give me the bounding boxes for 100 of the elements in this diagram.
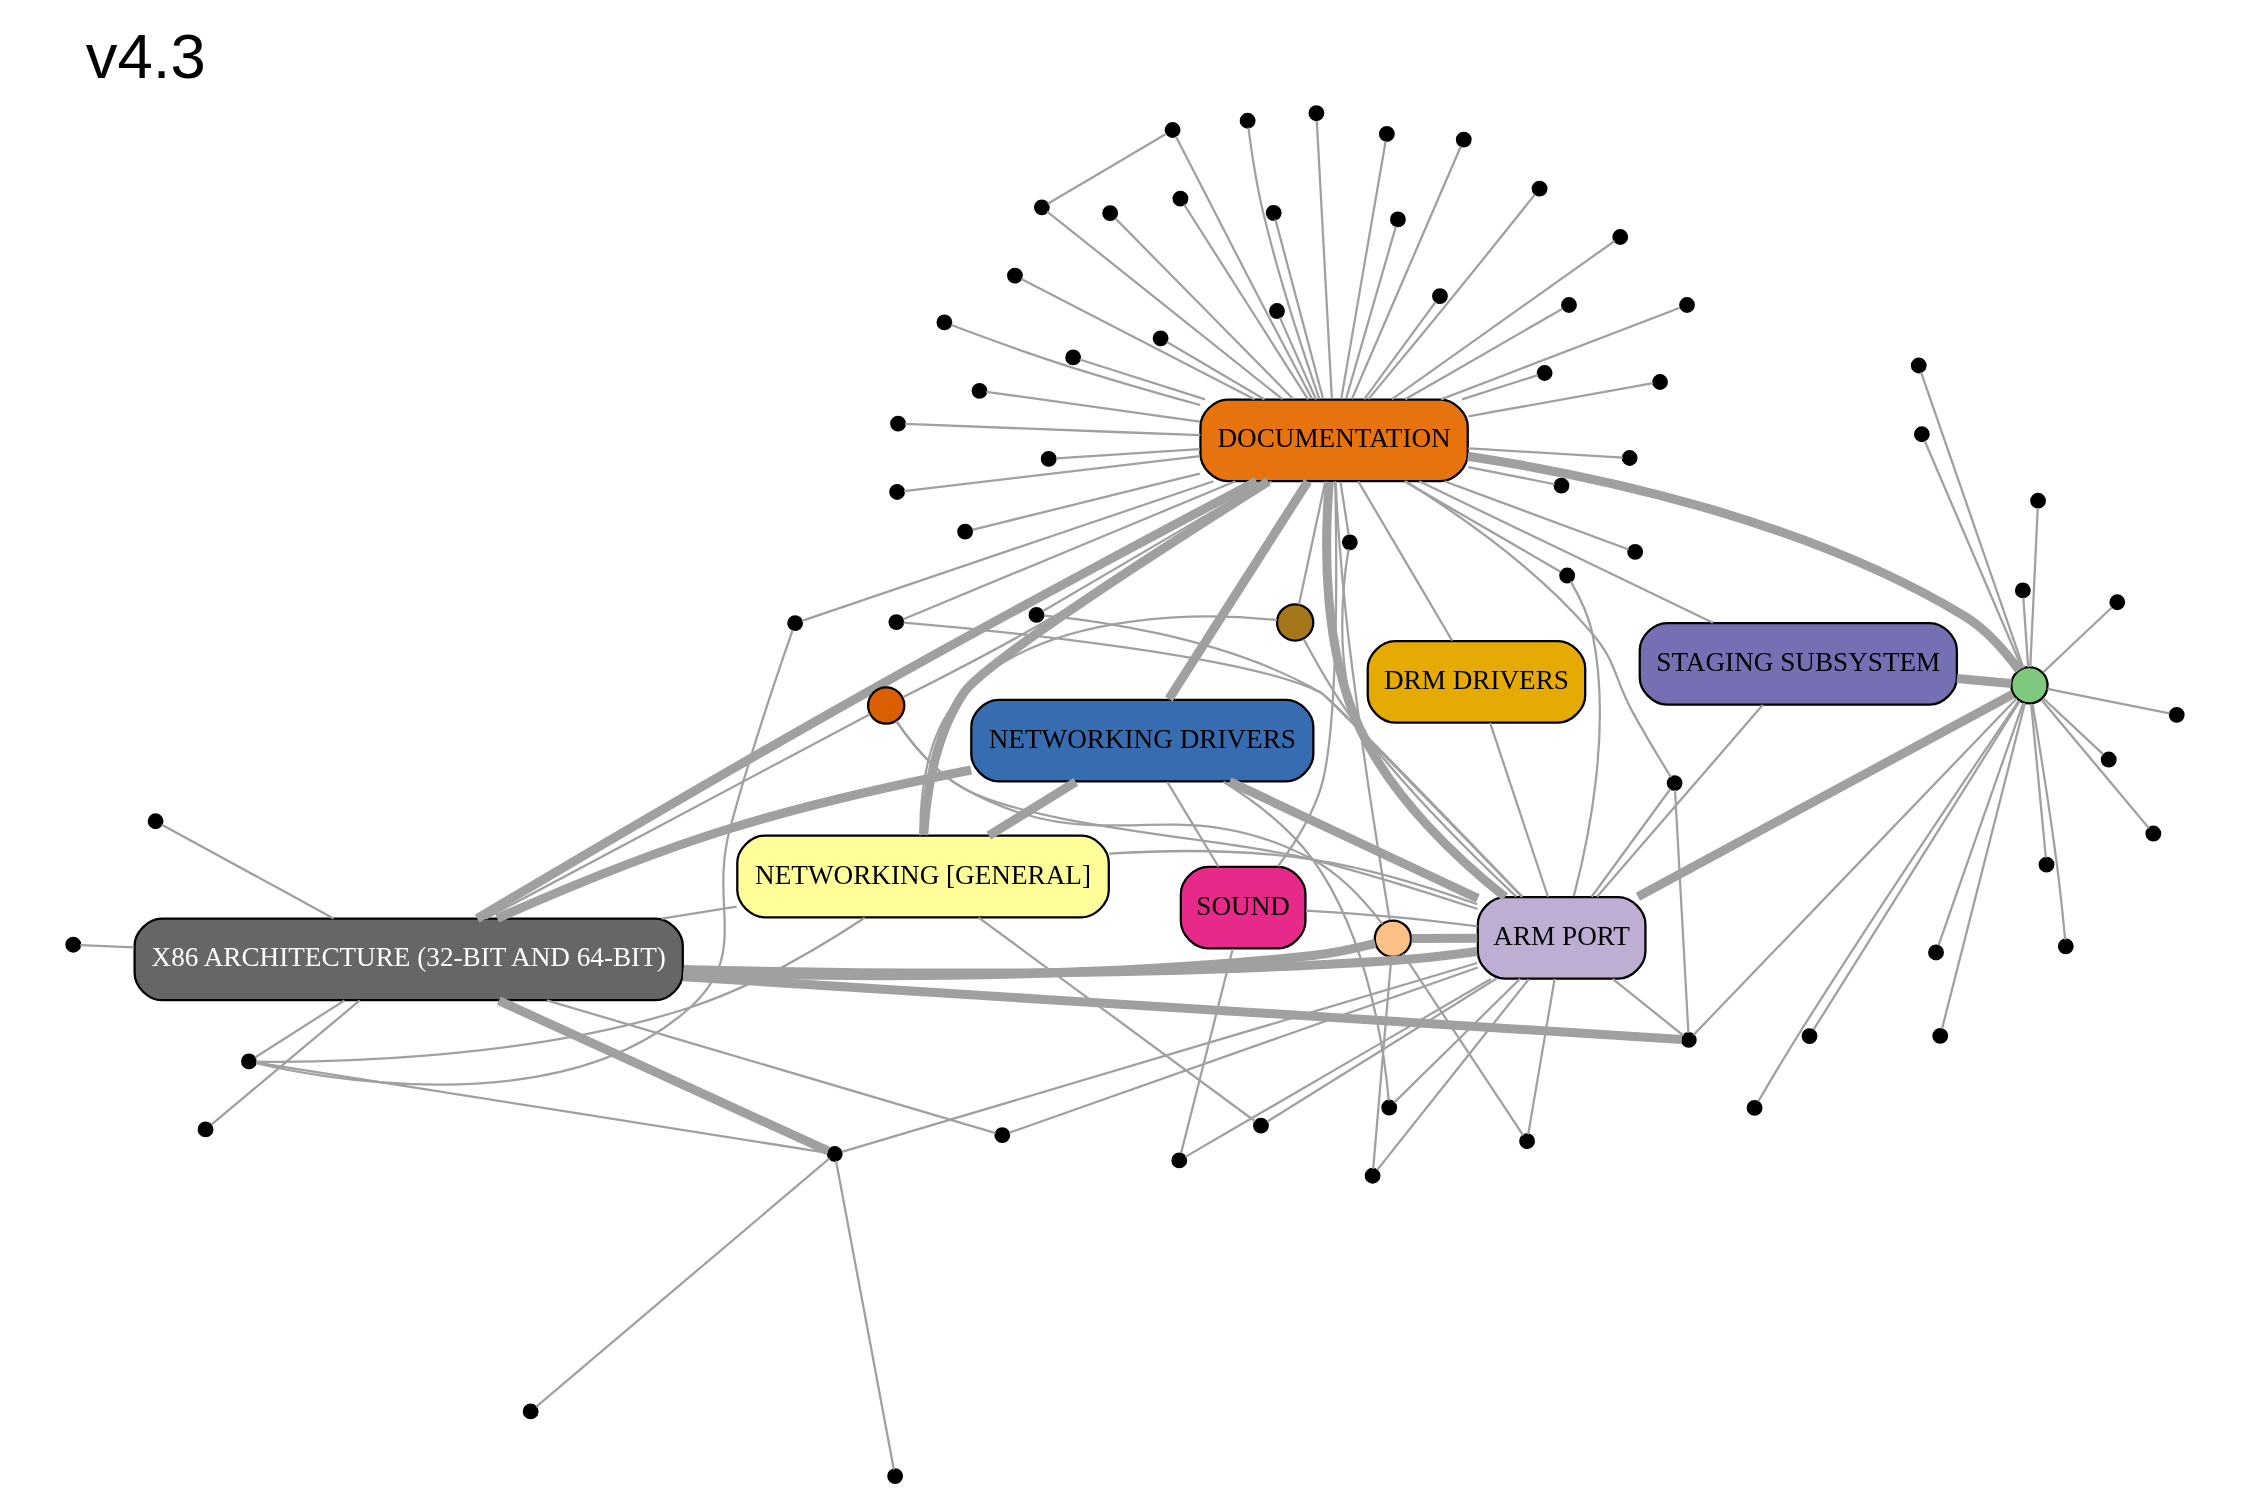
- connector: [1402, 952, 1525, 1136]
- node-circle: [1007, 267, 1023, 284]
- node-circle: [1913, 425, 1930, 442]
- connector: [1340, 140, 1387, 399]
- connector: [256, 1060, 828, 1154]
- connector: [1043, 613, 1524, 897]
- connector: [535, 1157, 831, 1408]
- connector: [1047, 132, 1167, 205]
- node-circle: [1679, 296, 1695, 313]
- node-circle: [1341, 533, 1358, 550]
- connector: [210, 999, 361, 1125]
- connector: [1612, 977, 1685, 1036]
- connector: [1596, 703, 1764, 898]
- connector: [903, 621, 1523, 898]
- node-circle: [2010, 665, 2049, 705]
- connector: [1393, 977, 1521, 1103]
- node-circle: [1680, 1031, 1697, 1048]
- connector: [682, 971, 1683, 1044]
- node-circle: [890, 415, 906, 432]
- node-circle: [1627, 543, 1644, 560]
- connector: [1009, 965, 1479, 1134]
- connector: [2031, 703, 2067, 940]
- node-circle: [1801, 1027, 1818, 1044]
- node-circle: [1536, 364, 1553, 381]
- connector: [902, 479, 1236, 620]
- connector: [1468, 465, 1555, 485]
- connector: [986, 777, 1079, 840]
- node-circle: [957, 523, 974, 540]
- connector: [1692, 697, 2018, 1036]
- connector: [2047, 687, 2170, 714]
- node-circle: [936, 314, 953, 330]
- connector: [1166, 340, 1266, 400]
- connector: [1297, 480, 1327, 605]
- connector: [1363, 300, 1437, 400]
- connector: [1468, 446, 1623, 459]
- connector: [1222, 780, 1390, 1101]
- node-circle: [1561, 296, 1577, 313]
- connector: [1302, 638, 1518, 897]
- connector: [1391, 239, 1616, 400]
- connector: [2029, 507, 2039, 667]
- node-circle: [197, 1121, 214, 1137]
- node-circle: [1028, 606, 1045, 623]
- connector: [1322, 481, 1508, 900]
- connector: [1757, 699, 2020, 1102]
- node-circle: [1553, 477, 1570, 493]
- diagram-title: v4.3: [85, 20, 206, 91]
- connector: [1411, 933, 1478, 943]
- node-circle: [1364, 1167, 1381, 1184]
- connector: [895, 719, 1384, 924]
- connector: [1405, 480, 1672, 778]
- node-circle: [1432, 287, 1448, 304]
- node-circle: [2168, 706, 2185, 723]
- connector: [1376, 978, 1530, 1171]
- connector: [497, 996, 830, 1155]
- connector: [1404, 479, 1561, 573]
- node-box: NETWORKING DRIVERS: [970, 698, 1315, 782]
- node-circle: [2145, 825, 2162, 841]
- node-circle: [1519, 1132, 1535, 1149]
- connector: [1334, 481, 1391, 920]
- node-circle: [866, 685, 906, 725]
- connector: [1467, 451, 2023, 673]
- node-circle: [1455, 131, 1472, 148]
- node-circle: [2109, 593, 2126, 610]
- node-circle: [1164, 121, 1181, 138]
- connector: [1056, 447, 1200, 460]
- connector: [1461, 373, 1539, 400]
- node-circle: [1172, 190, 1189, 207]
- node-circle: [2030, 492, 2046, 509]
- connector: [904, 422, 1201, 436]
- node-circle: [1531, 180, 1548, 197]
- connector: [950, 323, 1201, 406]
- node-box: SOUND: [1179, 865, 1307, 949]
- node-box: NETWORKING [GENERAL]: [736, 834, 1110, 918]
- node-circle: [1171, 1151, 1188, 1168]
- connector: [1180, 948, 1234, 1153]
- connector: [1274, 218, 1325, 399]
- node-circle: [2038, 856, 2055, 873]
- connector: [484, 712, 871, 920]
- node-circle: [1253, 1117, 1269, 1133]
- node-circle: [1308, 104, 1325, 121]
- connector: [986, 390, 1201, 423]
- node-circle: [888, 613, 905, 630]
- connector: [1673, 789, 1690, 1033]
- node-circle: [1269, 302, 1285, 319]
- connector: [1440, 306, 1681, 400]
- connector: [2042, 606, 2113, 673]
- connector: [80, 943, 135, 948]
- node-circle: [1373, 918, 1413, 958]
- connector: [1468, 381, 1654, 417]
- connector: [1020, 277, 1255, 400]
- node-circle: [1040, 450, 1057, 467]
- node-circle: [1239, 112, 1256, 129]
- node-circle: [994, 1126, 1011, 1143]
- connector: [1527, 978, 1556, 1135]
- connector: [2042, 696, 2104, 755]
- node-circle: [1559, 567, 1576, 583]
- connector: [2040, 698, 2150, 829]
- node-box: ARM PORT: [1476, 895, 1647, 980]
- connector: [801, 479, 1214, 622]
- node-circle: [1652, 373, 1668, 390]
